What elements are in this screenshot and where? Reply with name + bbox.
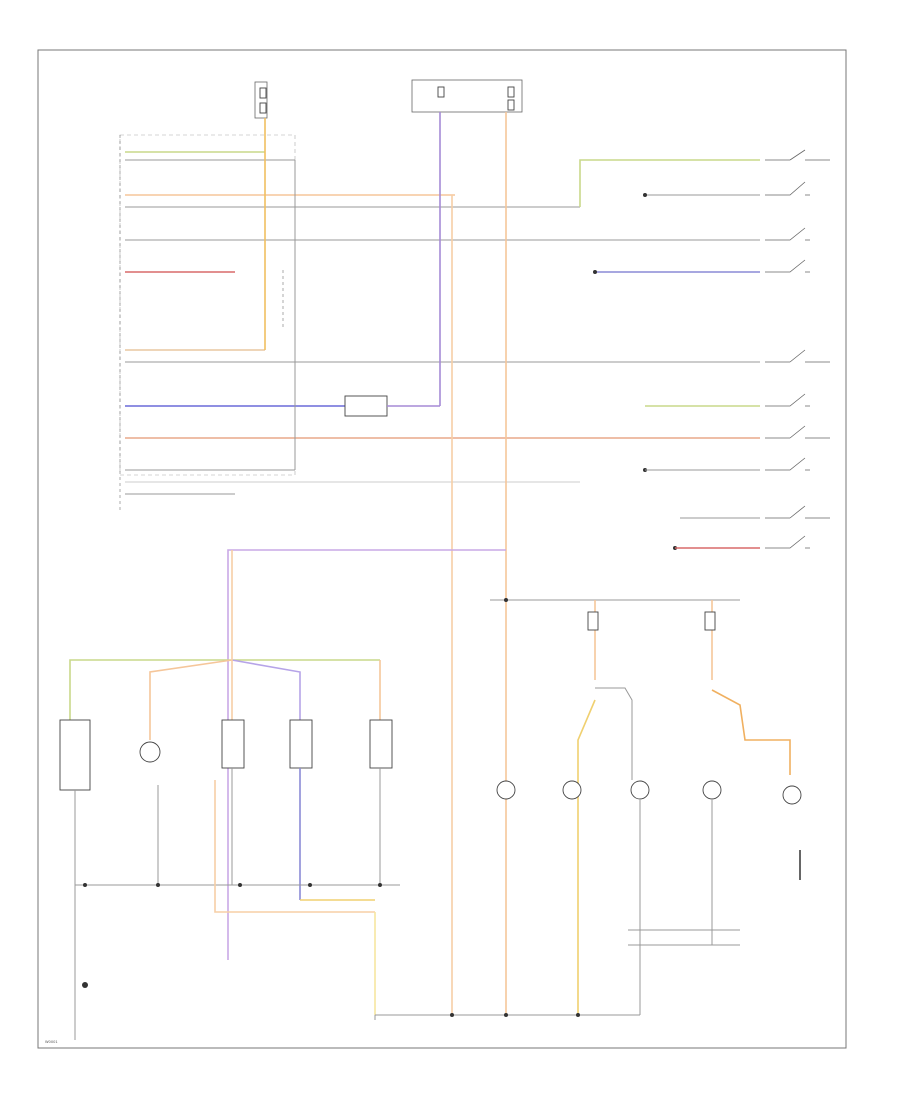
- electronic-module-outline: [119, 134, 296, 476]
- diagram-border: [37, 49, 847, 1049]
- fuse-box-left: [254, 81, 268, 119]
- right-side-switches: [579, 149, 830, 550]
- wire-violet-cross: [227, 549, 506, 960]
- lamp-relay: [344, 395, 440, 417]
- horizontal-wires: [125, 151, 760, 495]
- diagram-code: W0001: [45, 1040, 58, 1044]
- lower-right-lamps: [490, 598, 802, 1015]
- lower-left-lamps: [59, 550, 400, 1040]
- bottom-connector: [374, 1013, 640, 1020]
- fuse-box-center: [411, 79, 523, 113]
